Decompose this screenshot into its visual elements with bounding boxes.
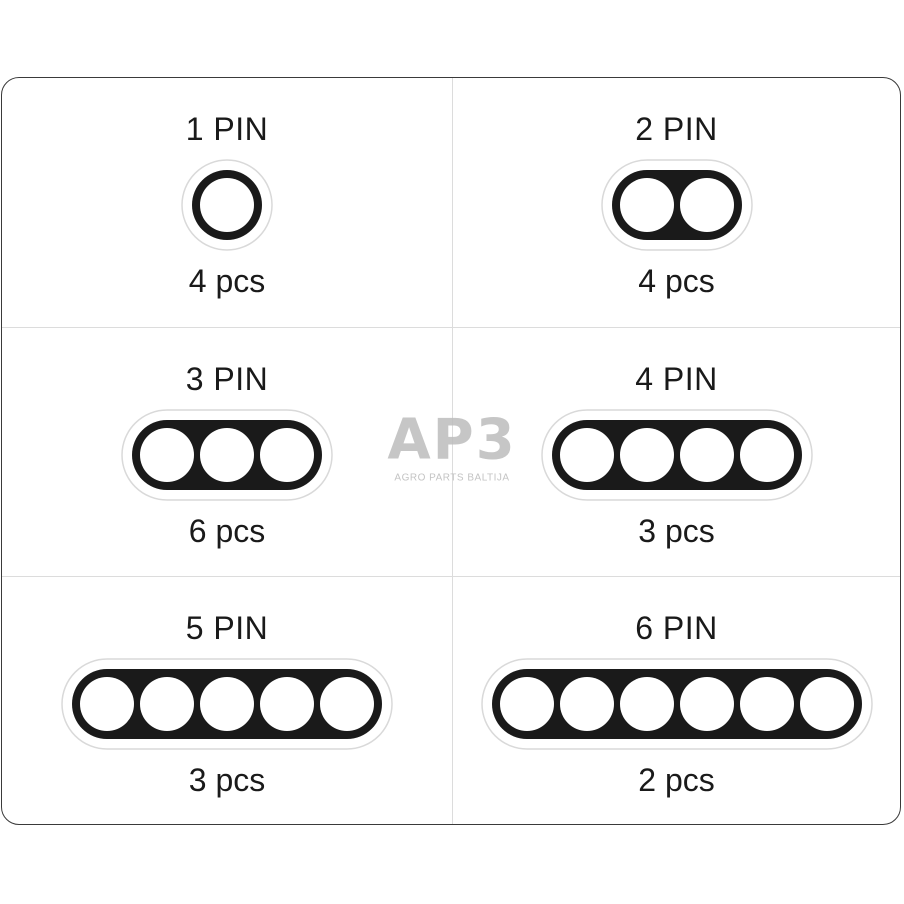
connector-cell-4-pin: 4 PIN 3 pcs [453,328,900,577]
quantity-label: 3 pcs [188,762,266,798]
pin-hole [499,677,554,731]
pin-title: 2 PIN [635,111,718,147]
pin-hole [200,677,254,731]
pin-hole [619,677,674,731]
connector-cell-3-pin: 3 PIN 6 pcs [2,328,453,577]
grommet-4-pin-icon [540,409,813,501]
grommet-body [551,420,802,490]
pin-hole [200,428,254,482]
pin-hole [559,677,614,731]
pin-hole [679,178,734,232]
quantity-label: 2 pcs [638,762,715,798]
pin-hole [140,428,194,482]
pin-title: 3 PIN [185,361,269,397]
connector-cell-1-pin: 1 PIN 4 pcs [2,78,453,328]
pin-hole [619,428,674,482]
pin-title: 4 PIN [635,361,718,397]
pin-hole [260,428,314,482]
connector-panel: 1 PIN 4 pcs 2 PIN 4 pcs 3 PIN 6 pcs 4 PI… [1,77,901,825]
pin-hole [799,677,854,731]
connector-grid: 1 PIN 4 pcs 2 PIN 4 pcs 3 PIN 6 pcs 4 PI… [2,78,900,824]
pin-title: 6 PIN [635,610,718,646]
quantity-label: 3 pcs [638,513,715,549]
pin-hole [619,178,674,232]
pin-hole [140,677,194,731]
connector-cell-6-pin: 6 PIN 2 pcs [453,577,900,824]
pin-hole [320,677,374,731]
pin-hole [200,178,254,232]
pin-hole [80,677,134,731]
pin-title: 1 PIN [185,111,269,147]
connector-cell-5-pin: 5 PIN 3 pcs [2,577,453,824]
connector-cell-2-pin: 2 PIN 4 pcs [453,78,900,328]
pin-title: 5 PIN [185,610,269,646]
grommet-2-pin-icon [600,159,753,251]
grommet-3-pin-icon [121,409,333,501]
grommet-6-pin-icon [480,658,873,750]
pin-hole [260,677,314,731]
pin-hole [679,677,734,731]
quantity-label: 4 pcs [638,263,715,299]
quantity-label: 4 pcs [188,263,266,299]
pin-hole [739,428,794,482]
pin-hole [559,428,614,482]
grommet-5-pin-icon [61,658,393,750]
quantity-label: 6 pcs [188,513,266,549]
pin-hole [679,428,734,482]
grommet-1-pin-icon [181,159,273,251]
pin-hole [739,677,794,731]
